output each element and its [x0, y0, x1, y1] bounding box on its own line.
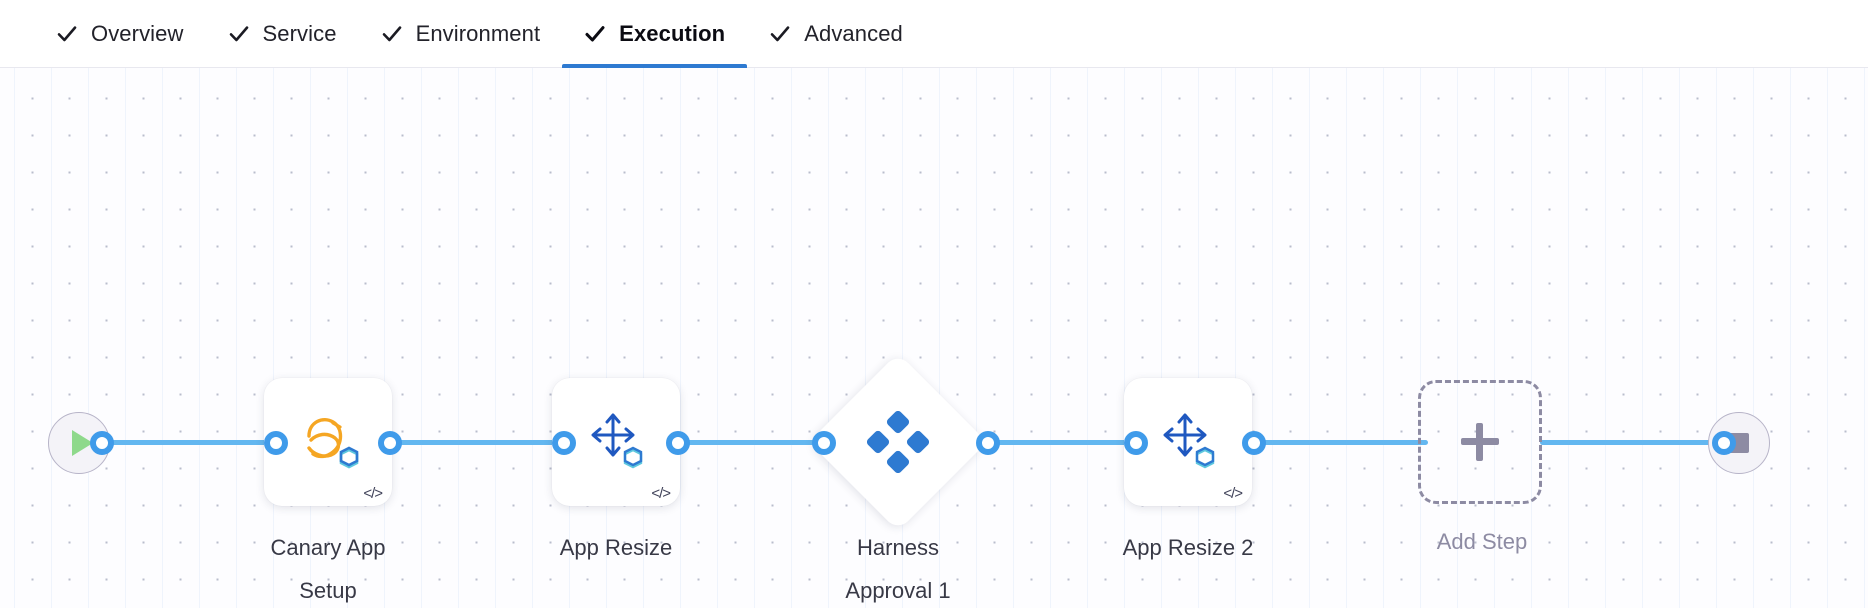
connector-addstep-to-end — [1540, 440, 1720, 445]
code-badge-icon: </> — [363, 485, 383, 502]
step-node-app-resize-2[interactable]: </> — [1124, 378, 1252, 506]
tab-service[interactable]: Service — [206, 0, 359, 68]
wizard-tab-bar: Overview Service Environment Execution A… — [0, 0, 1868, 68]
add-step-label: Add Step — [1436, 529, 1528, 554]
tab-label: Service — [262, 20, 337, 46]
step-label-canary-app-setup: Canary App Setup — [270, 535, 386, 603]
connector-dot[interactable] — [552, 431, 576, 455]
check-icon — [56, 23, 78, 45]
connector-start-to-canary — [96, 440, 276, 445]
connector-dot[interactable] — [1124, 431, 1148, 455]
connector-dot[interactable] — [812, 431, 836, 455]
tab-label: Overview — [91, 20, 184, 46]
tanzu-bird-icon — [264, 378, 392, 506]
connector-dot[interactable] — [976, 431, 1000, 455]
harness-logo-icon — [835, 379, 961, 505]
tab-execution[interactable]: Execution — [562, 0, 748, 68]
pipeline-canvas[interactable]: </> Canary App Setup </> App Resize — [0, 68, 1868, 608]
step-label-app-resize: App Resize — [559, 535, 673, 560]
connector-approval-to-resize2 — [976, 440, 1136, 445]
check-icon — [769, 23, 791, 45]
start-node[interactable] — [48, 412, 110, 474]
plus-icon — [1461, 423, 1499, 461]
connector-resize2-to-addstep — [1248, 440, 1428, 445]
connector-resize-to-approval — [672, 440, 852, 445]
tab-environment[interactable]: Environment — [359, 0, 563, 68]
add-step-button[interactable] — [1418, 380, 1542, 504]
code-badge-icon: </> — [1223, 485, 1243, 502]
check-icon — [228, 23, 250, 45]
tab-label: Execution — [619, 20, 726, 46]
tab-overview[interactable]: Overview — [34, 0, 206, 68]
play-icon — [72, 430, 93, 456]
tab-advanced[interactable]: Advanced — [747, 0, 925, 68]
connector-dot[interactable] — [90, 431, 114, 455]
code-badge-icon: </> — [651, 485, 671, 502]
connector-dot[interactable] — [378, 431, 402, 455]
check-icon — [381, 23, 403, 45]
tab-label: Environment — [415, 20, 541, 46]
connector-dot[interactable] — [1712, 431, 1736, 455]
resize-arrows-icon — [1124, 378, 1252, 506]
resize-arrows-icon — [552, 378, 680, 506]
connector-dot[interactable] — [264, 431, 288, 455]
connector-canary-to-resize — [384, 440, 564, 445]
check-icon — [584, 23, 606, 45]
step-label-app-resize-2: App Resize 2 — [1122, 535, 1254, 560]
connector-dot[interactable] — [1242, 431, 1266, 455]
step-label-harness-approval-1: Harness Approval 1 — [845, 535, 951, 603]
connector-dot[interactable] — [666, 431, 690, 455]
tab-label: Advanced — [804, 20, 903, 46]
